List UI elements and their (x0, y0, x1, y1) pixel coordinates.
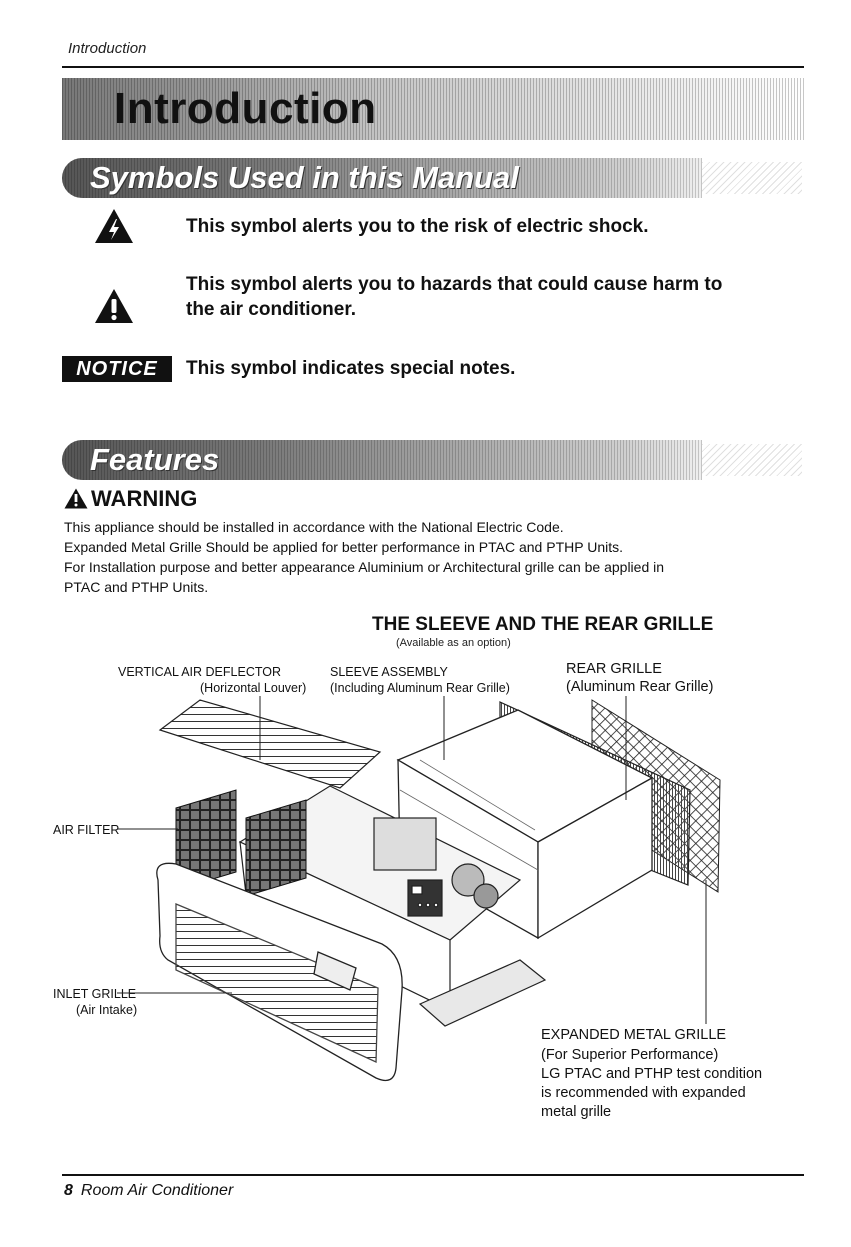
inlet-grille-front-panel (156, 862, 403, 1082)
label-air-filter: AIR FILTER (53, 823, 120, 837)
ptac-exploded-illustration (117, 696, 721, 1082)
leader-lines (117, 696, 707, 1024)
section-banner-background (62, 158, 702, 198)
label-inlet-grille: INLET GRILLE (53, 987, 137, 1001)
warning-triangle-icon (64, 488, 88, 509)
title-banner: Introduction (62, 78, 804, 140)
symbol-text-notice: This symbol indicates special notes. (186, 358, 516, 379)
warning-line-2: Expanded Metal Grille Should be applied … (64, 539, 623, 555)
footer-text: Room Air Conditioner (80, 1182, 234, 1199)
section-banner-symbols: Symbols Used in this Manual (62, 158, 804, 198)
warning-line-3: For Installation purpose and better appe… (64, 559, 665, 575)
section-banner-fade (702, 444, 802, 476)
bottom-rule (62, 1174, 804, 1176)
running-head: Introduction (68, 40, 147, 57)
label-rear-grille: REAR GRILLE (566, 661, 662, 677)
label-expanded-metal-grille: EXPANDED METAL GRILLE (541, 1027, 727, 1043)
page-title: Introduction (114, 84, 377, 133)
air-filter-shape (175, 789, 307, 897)
section-banner-features: Features (62, 440, 804, 480)
label-expanded-sub-3: is recommended with expanded (541, 1085, 746, 1101)
label-sleeve-assembly: SLEEVE ASSEMBLY (330, 665, 448, 679)
section-banner-fade (702, 162, 802, 194)
diagram-title: THE SLEEVE AND THE REAR GRILLE (372, 614, 714, 635)
air-deflector-shape (158, 699, 382, 789)
warning-heading-text: WARNING (91, 486, 198, 511)
label-expanded-sub-1: (For Superior Performance) (541, 1047, 719, 1063)
warning-line-1: This appliance should be installed in ac… (64, 519, 564, 535)
label-horizontal-louver: (Horizontal Louver) (200, 681, 307, 695)
notice-badge: NOTICE (62, 356, 172, 382)
symbol-text-electric-shock: This symbol alerts you to the risk of el… (186, 216, 649, 237)
electric-shock-warning-icon (95, 209, 133, 243)
title-banner-background (62, 78, 804, 140)
label-vertical-air-deflector: VERTICAL AIR DEFLECTOR (118, 665, 282, 679)
section-banner-background (62, 440, 702, 480)
label-rear-grille-sub: (Aluminum Rear Grille) (566, 679, 714, 695)
label-expanded-sub-2: LG PTAC and PTHP test condition (541, 1066, 763, 1082)
symbol-text-hazard: This symbol alerts you to hazards that c… (186, 272, 722, 322)
page-footer: 8 Room Air Conditioner (64, 1182, 233, 1200)
section-heading-features: Features (90, 442, 220, 477)
caution-hazard-icon (95, 289, 133, 323)
symbol-text-hazard-line2: the air conditioner. (186, 299, 356, 320)
symbol-text-hazard-line1: This symbol alerts you to hazards that c… (186, 274, 723, 295)
label-air-intake: (Air Intake) (76, 1003, 138, 1017)
section-heading-symbols: Symbols Used in this Manual (90, 160, 519, 195)
top-rule (62, 66, 804, 68)
warning-line-4: PTAC and PTHP Units. (64, 579, 209, 595)
label-expanded-sub-4: metal grille (541, 1104, 612, 1120)
diagram-subtitle: (Available as an option) (396, 637, 511, 649)
label-sleeve-assembly-sub: (Including Aluminum Rear Grille) (330, 681, 510, 695)
warning-heading: WARNING (64, 486, 197, 512)
page-number: 8 (64, 1182, 73, 1199)
